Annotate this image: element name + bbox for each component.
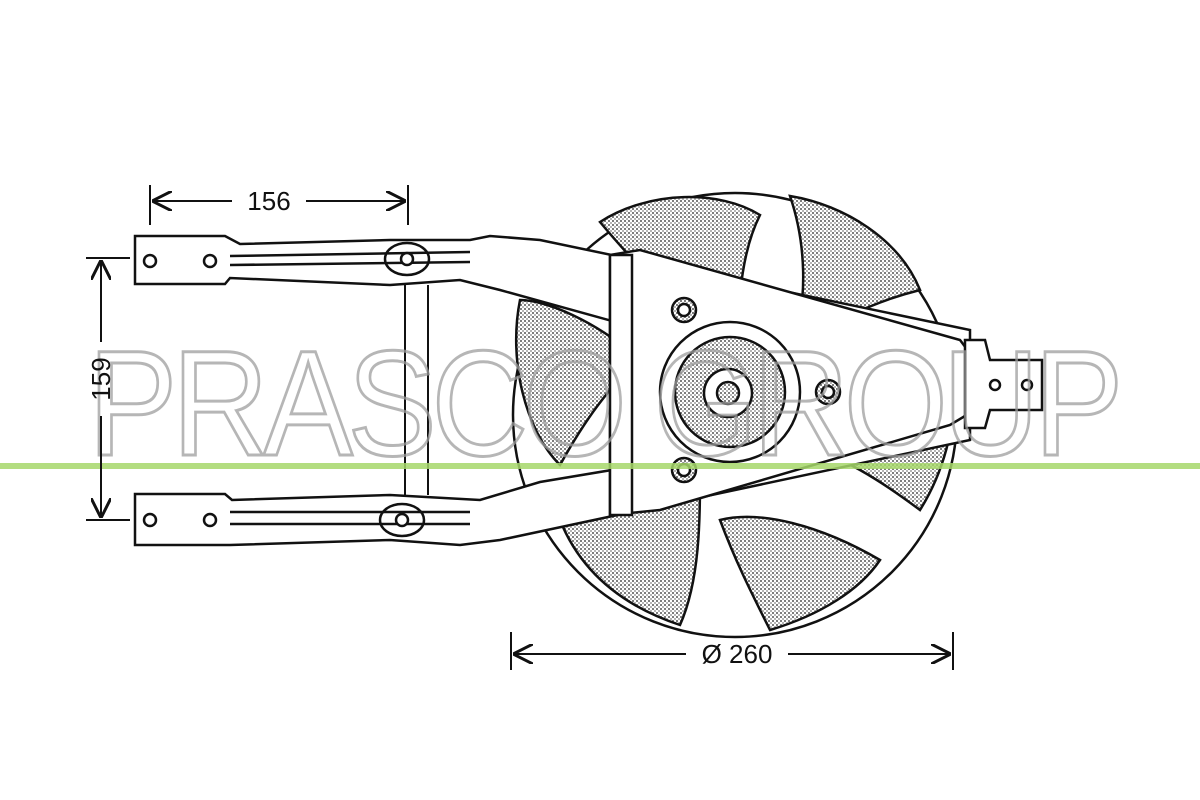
dimension-label-159: 159 [86,357,116,400]
watermark-text: PRASCO GROUP [88,319,1118,487]
dimension-label-156: 156 [247,186,290,216]
hub-nut-icon [715,380,741,406]
mount-hole [394,512,410,528]
strut [404,285,429,495]
dimension-label-diameter: Ø 260 [702,639,773,669]
right-connector [963,338,1044,430]
mount-hole [988,378,1002,392]
mount-hole [202,512,218,528]
dimension-width-top [149,185,409,225]
mount-hole [1020,378,1034,392]
mount-hole [399,251,415,267]
mount-hole [142,512,158,528]
mount-hole [202,253,218,269]
dimension-height-left [86,257,130,521]
mount-hole [142,253,158,269]
dimension-diameter-bottom [510,632,954,670]
fan-blade [718,515,882,632]
lower-bracket-arm [133,408,972,547]
motor-hub [658,320,802,464]
